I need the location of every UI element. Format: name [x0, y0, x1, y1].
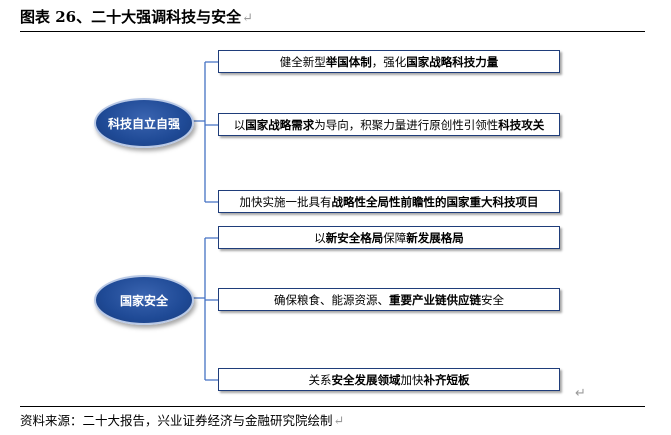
item-text-bold: 安全发展领域: [331, 372, 401, 387]
item-text: 加快实施一批具有: [239, 194, 332, 209]
group-oval-security: 国家安全: [94, 275, 194, 325]
item-text: 以: [314, 230, 326, 245]
figure-title: 图表 26、二十大强调科技与安全↵: [20, 8, 254, 26]
item-text: 关系: [308, 372, 332, 387]
bottom-rule: [20, 406, 645, 407]
item-text-bold: 新安全格局: [325, 230, 384, 245]
item-box: 以新安全格局保障新发展格局: [218, 226, 560, 249]
item-text: 为导向，积聚力量进行原创性引领性: [314, 117, 499, 132]
paragraph-mark-icon: ↵: [575, 386, 586, 401]
item-text-bold: 科技攻关: [498, 117, 545, 132]
item-text-bold: 国家战略需求: [245, 117, 315, 132]
item-text-bold: 重要产业链供应链: [389, 292, 481, 307]
source-note: 资料来源：二十大报告，兴业证券经济与金融研究院绘制↵: [20, 413, 345, 429]
item-text-bold: 举国体制: [325, 54, 372, 69]
group-oval-tech: 科技自立自强: [94, 98, 194, 148]
item-text: 健全新型: [279, 54, 326, 69]
item-text-bold: 战略性全局性前瞻性的国家重大科技项目: [331, 194, 539, 209]
item-text-bold: 新发展格局: [406, 230, 464, 245]
item-box: 健全新型举国体制，强化国家战略科技力量: [218, 50, 560, 73]
paragraph-mark-icon: ↵: [242, 11, 254, 26]
item-text: 以: [233, 117, 246, 132]
top-rule: [20, 31, 645, 32]
item-text: ，强化: [371, 54, 407, 69]
item-text-bold: 补齐短板: [423, 372, 470, 387]
item-box: 加快实施一批具有战略性全局性前瞻性的国家重大科技项目: [218, 190, 560, 213]
paragraph-mark-icon: ↵: [333, 414, 345, 429]
item-box: 确保粮食、能源资源、重要产业链供应链安全: [218, 288, 560, 311]
connector-group-2: [190, 237, 218, 381]
item-text: 确保粮食、能源资源、: [274, 292, 389, 307]
item-text: 保障: [383, 230, 407, 245]
item-text: 加快: [400, 372, 424, 387]
item-text: 安全: [481, 292, 504, 307]
item-box: 以国家战略需求为导向，积聚力量进行原创性引领性科技攻关: [218, 113, 560, 136]
item-box: 关系安全发展领域加快补齐短板: [218, 368, 560, 391]
item-text-bold: 国家战略科技力量: [406, 54, 499, 69]
